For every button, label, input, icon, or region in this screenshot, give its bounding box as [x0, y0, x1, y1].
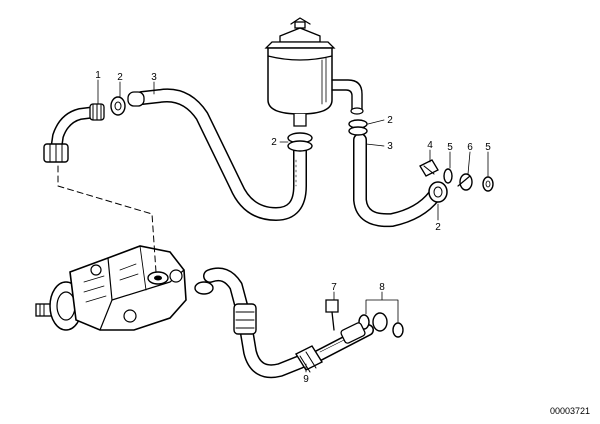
pipe-union [340, 322, 366, 344]
callout-label: 8 [379, 282, 385, 293]
pump-outlet-fitting [194, 281, 214, 295]
seal-ring-5a [443, 168, 453, 184]
callout-label: 1 [95, 70, 101, 81]
document-number: 00003721 [550, 406, 590, 416]
hose-end-2a [127, 91, 145, 107]
hose-clamp-2a [110, 96, 126, 116]
hose-crimp-sleeve [233, 303, 257, 335]
banjo-bolt-4 [419, 159, 439, 177]
pressure-line-left [50, 106, 102, 156]
seal-ring-5b [482, 176, 494, 192]
seal-rings-8 [358, 312, 404, 338]
callout-label: 3 [387, 141, 393, 152]
banjo-fitting-6 [457, 173, 473, 191]
callout-label: 2 [387, 115, 393, 126]
hose-clamp-2c [348, 119, 368, 136]
callout-label: 5 [447, 142, 453, 153]
callout-label: 4 [427, 140, 433, 151]
callout-label: 7 [331, 282, 337, 293]
callout-label: 5 [485, 142, 491, 153]
hex-nut-9 [294, 345, 324, 373]
hose-clamp-2b [287, 132, 313, 152]
callout-label: 2 [117, 72, 123, 83]
callout-labels: 1 2 3 2 2 3 4 5 6 5 2 7 8 9 [95, 70, 491, 385]
return-hose-left [135, 88, 307, 221]
hose-clamp-top-left [89, 103, 105, 121]
callout-label: 3 [151, 72, 157, 83]
callout-label: 2 [271, 137, 277, 148]
bolt-7 [325, 299, 339, 331]
feed-hose-right [353, 133, 441, 228]
fluid-reservoir [264, 17, 364, 127]
leader-lines [97, 79, 489, 373]
callout-label: 2 [435, 222, 441, 233]
routing-dashed-line [57, 165, 157, 273]
callout-label: 9 [303, 374, 309, 385]
pump-union-fitting [43, 143, 69, 163]
hose-clamp-2d [428, 181, 448, 203]
callout-label: 6 [467, 142, 473, 153]
power-steering-pump [35, 245, 187, 331]
